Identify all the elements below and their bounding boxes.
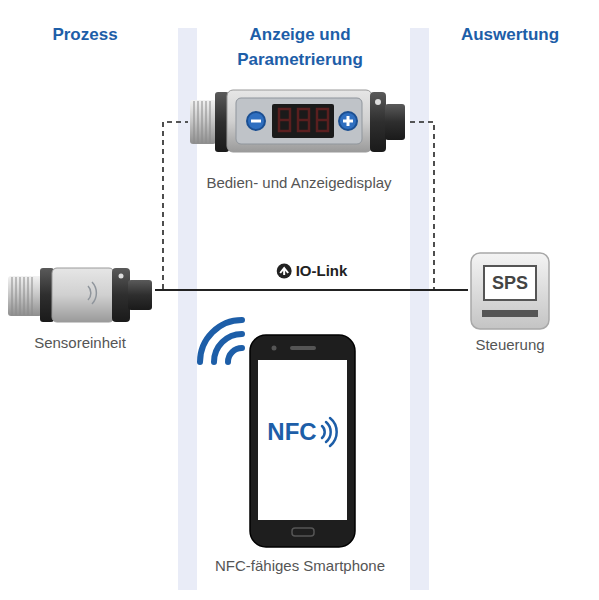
- smartphone-part: [290, 346, 316, 350]
- display-device-part: [251, 120, 261, 123]
- sensor-device-part: [112, 268, 130, 322]
- display-device-part-part: [317, 109, 328, 131]
- sensor-device-part: [128, 280, 152, 310]
- display-unit: Bedien- und Anzeigedisplay: [188, 86, 410, 196]
- column-bands-part: [178, 28, 197, 590]
- nfc-waves-part: [200, 320, 242, 362]
- smartphone-part: [272, 346, 277, 351]
- display-device-part-part: [198, 101, 199, 143]
- smartphone-part: [250, 335, 355, 547]
- plc-icon-part: [471, 253, 549, 329]
- sensor-device: [8, 268, 152, 322]
- connector-line: [155, 289, 468, 291]
- display-device-part: [190, 100, 216, 144]
- io-link-line: [155, 290, 468, 291]
- nfc-waves: [200, 320, 242, 362]
- smartphone-part: [258, 360, 347, 520]
- column-heading: Auswertung: [435, 22, 585, 47]
- column-heading: Prozess: [10, 22, 160, 47]
- sensor-device-part-part: [20, 277, 21, 315]
- plc-icon: [471, 253, 549, 329]
- plc-text: SPS: [492, 272, 528, 294]
- display-device-part: [370, 92, 386, 152]
- smartphone-part-part: [330, 418, 337, 446]
- display-device-part-part: [210, 101, 211, 143]
- smartphone-part: [292, 528, 314, 536]
- display-device-part-part: [298, 109, 309, 131]
- display-device: [190, 90, 405, 152]
- sensor-device-part: [12, 277, 32, 315]
- connector-line: [410, 122, 468, 290]
- sensor-device-part-part: [16, 277, 17, 315]
- device-label: Sensoreinheit: [34, 334, 126, 352]
- smartphone-part-part: [322, 426, 325, 438]
- smartphone-box: NFC NFC-fähiges Smartphone: [211, 333, 390, 583]
- edge-label-text: IO-Link: [296, 262, 348, 280]
- sensor-device-part: [119, 274, 124, 279]
- connector-line: [155, 122, 188, 290]
- smartphone-part: [322, 418, 337, 446]
- io-link-logo: [276, 263, 292, 279]
- io-link-logo-part: [280, 268, 288, 275]
- sensor-device-part: [8, 276, 42, 316]
- sensor-device-part: [52, 268, 114, 322]
- screen-text: NFC: [267, 419, 316, 445]
- dashed-link: [155, 122, 188, 290]
- device-label: Bedien- und Anzeigedisplay: [206, 174, 391, 192]
- display-device-part-part: [202, 101, 203, 143]
- sensor-device-part-part: [28, 277, 29, 315]
- display-device-part: [375, 99, 381, 105]
- plc-icon-part: [484, 266, 536, 300]
- display-device-part-part: [279, 109, 290, 131]
- nfc-waves-part: [228, 348, 242, 362]
- column-bands-part: [410, 28, 429, 590]
- display-device-part: [339, 112, 357, 130]
- display-device-part-part: [206, 101, 207, 143]
- display-device-part: [279, 109, 328, 131]
- display-device-part: [247, 112, 265, 130]
- device-label: NFC-fähiges Smartphone: [215, 557, 385, 575]
- sensor-device-part-part: [32, 277, 33, 315]
- edge-label: IO-Link: [273, 262, 351, 280]
- display-device-part: [385, 104, 405, 140]
- display-device-part: [227, 90, 372, 152]
- display-device-part-part: [194, 101, 195, 143]
- nfc-waves-part: [214, 334, 242, 362]
- smartphone-part-part: [326, 422, 331, 442]
- smartphone: [250, 335, 355, 547]
- sensor-device-part-part: [12, 277, 13, 315]
- column-heading: Anzeige und Parametrierung: [220, 22, 380, 72]
- io-link-logo-part: [276, 264, 291, 279]
- sensor-unit: Sensoreinheit: [5, 262, 155, 360]
- sensor-device-part: [88, 282, 96, 304]
- device-label: Steuerung: [475, 336, 544, 354]
- display-device-part: [236, 98, 362, 144]
- sensor-device-part-part: [24, 277, 25, 315]
- plc-box: SPS Steuerung: [468, 250, 552, 358]
- display-device-part: [272, 104, 334, 138]
- plc-icon-part: [482, 310, 538, 317]
- dashed-link: [410, 122, 468, 290]
- display-device-part: [347, 116, 350, 126]
- column-bands: [178, 28, 429, 590]
- display-device-part: [194, 101, 210, 143]
